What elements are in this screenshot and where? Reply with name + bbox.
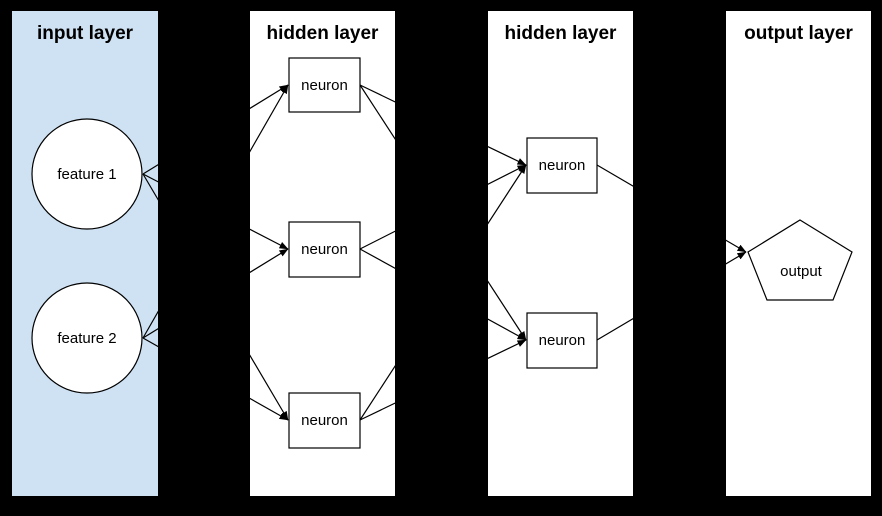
- layer-title-output: output layer: [744, 23, 853, 44]
- layer-panel-hidden-2: [488, 11, 633, 496]
- connection-h1n2-h2n2: [359, 248, 527, 341]
- connection-feature2-h1n2: [142, 248, 289, 339]
- node-h1-neuron-3: [288, 392, 361, 449]
- node-label-h2-neuron-1: neuron: [539, 157, 586, 174]
- connection-h1n2-h2n1: [359, 164, 527, 250]
- connection-h1n1-h2n1: [359, 84, 527, 166]
- connection-h1n3-h2n1: [359, 164, 527, 421]
- layer-title-hidden-1: hidden layer: [267, 23, 380, 44]
- node-feature-1: [31, 118, 143, 230]
- connection-h2n1-output: [596, 164, 747, 253]
- node-label-h1-neuron-1: neuron: [301, 77, 348, 94]
- connection-feature1-h1n1: [142, 84, 289, 175]
- connection-h2n2-output: [596, 251, 747, 341]
- connection-h1n1-h2n2: [359, 84, 527, 341]
- nodes: [31, 57, 853, 449]
- node-output-pentagon: [747, 219, 853, 301]
- node-h1-neuron-2: [288, 221, 361, 278]
- layer-title-hidden-2: hidden layer: [505, 23, 618, 44]
- node-label-h1-neuron-3: neuron: [301, 412, 348, 429]
- connection-feature1-h1n3: [142, 173, 289, 421]
- node-h2-neuron-2: [526, 312, 598, 369]
- node-label-feature-1: feature 1: [57, 166, 116, 183]
- node-label-h1-neuron-2: neuron: [301, 241, 348, 258]
- connection-h1n3-h2n2: [359, 339, 527, 421]
- node-feature-2: [31, 282, 143, 394]
- node-label-feature-2: feature 2: [57, 330, 116, 347]
- connection-feature2-h1n3: [142, 337, 289, 421]
- layer-title-input: input layer: [37, 23, 134, 44]
- connection-feature2-h1n1: [142, 84, 289, 339]
- node-h1-neuron-1: [288, 57, 361, 113]
- node-label-h2-neuron-2: neuron: [539, 332, 586, 349]
- node-label-output: output: [780, 263, 823, 280]
- layer-panel-input: [12, 11, 158, 496]
- connections: [142, 84, 747, 421]
- node-h2-neuron-1: [526, 137, 598, 194]
